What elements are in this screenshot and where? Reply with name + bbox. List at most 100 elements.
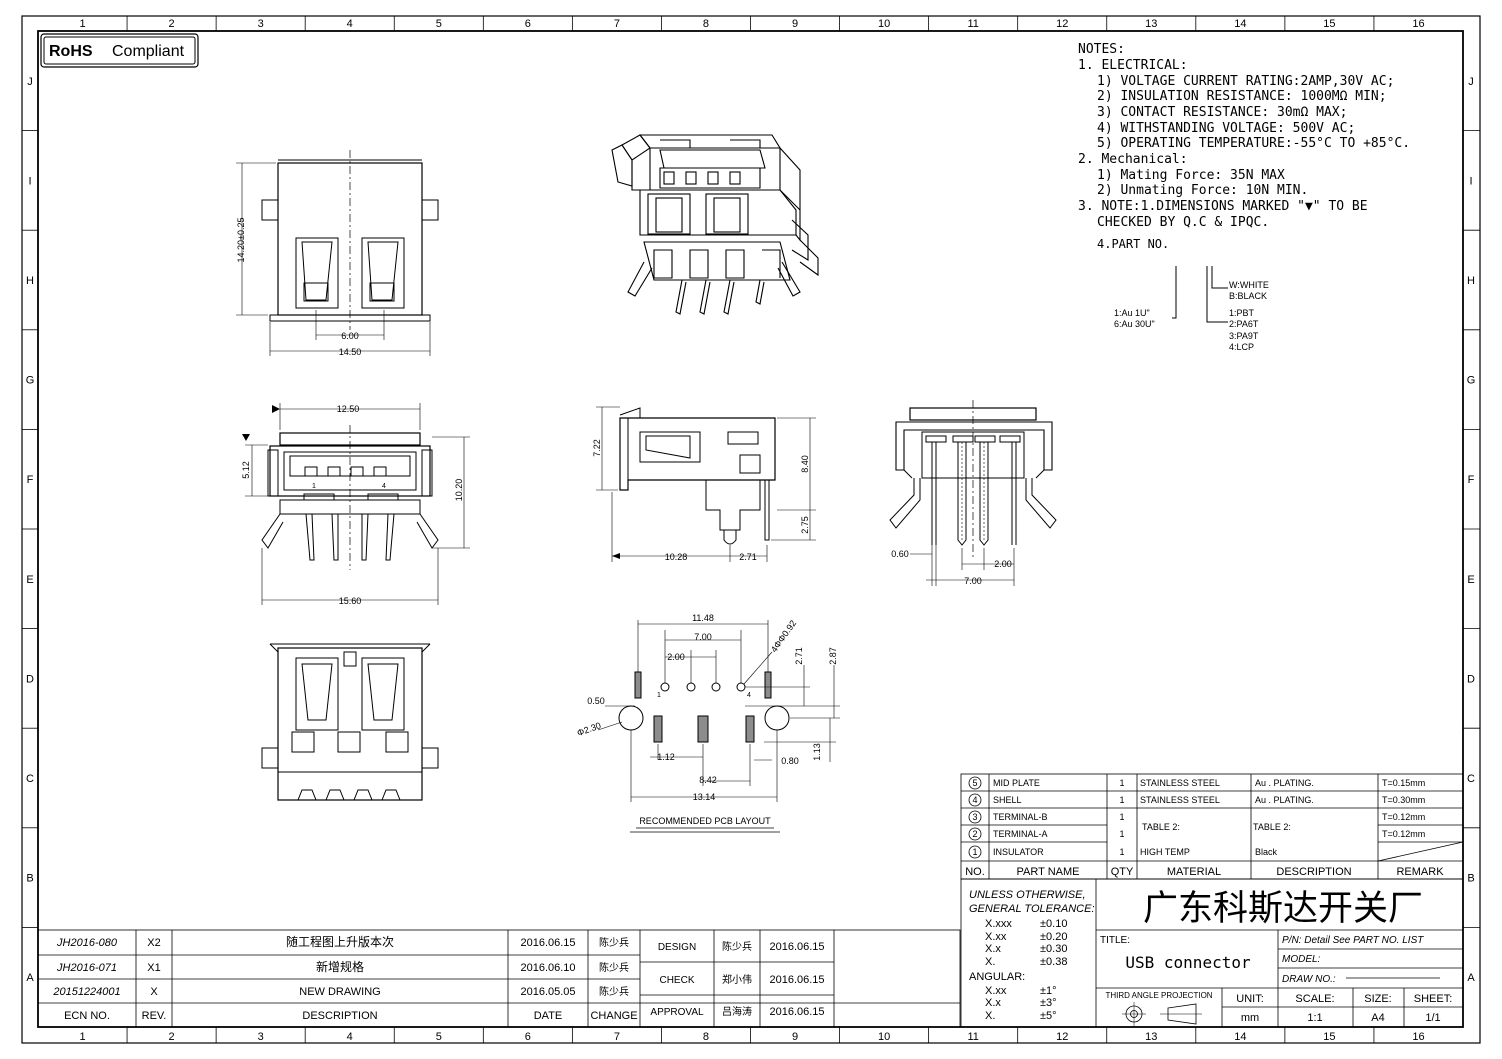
bom-name: MID PLATE xyxy=(993,778,1040,788)
approval-name: 陈少兵 xyxy=(722,940,752,953)
front-pin-4: 4 xyxy=(382,483,386,490)
rev-header-desc: DESCRIPTION xyxy=(302,1010,377,1022)
notes-line: 2) INSULATION RESISTANCE: 1000MΩ MIN; xyxy=(1097,89,1387,104)
notes-line: 1) Mating Force: 35N MAX xyxy=(1097,168,1285,183)
zone-row-label: C xyxy=(1467,773,1475,785)
unit-value: mm xyxy=(1241,1012,1259,1024)
tol-key: X.xxx xyxy=(985,918,1012,930)
zone-col-label: 15 xyxy=(1323,1031,1335,1043)
bom-qty: 1 xyxy=(1119,829,1124,839)
tol-val: ±1° xyxy=(1040,985,1057,997)
rev-desc: NEW DRAWING xyxy=(299,986,380,998)
bom-header-remark: REMARK xyxy=(1396,866,1444,878)
zone-col-label: 7 xyxy=(614,1031,620,1043)
bom-qty: 1 xyxy=(1119,795,1124,805)
sheet-value: 1/1 xyxy=(1425,1012,1440,1024)
pcb-pin-4: 4 xyxy=(747,692,751,699)
notes-line: 5) OPERATING TEMPERATURE:-55°C TO +85°C. xyxy=(1097,136,1410,151)
bom-remark: T=0.12mm xyxy=(1382,829,1425,839)
bom-no: 5 xyxy=(972,778,977,788)
bom-remark: T=0.12mm xyxy=(1382,812,1425,822)
pcb-pin-1: 1 xyxy=(657,692,661,699)
zone-row-label: A xyxy=(1467,972,1475,984)
rev-date: 2016.06.10 xyxy=(520,962,575,974)
dim-6-00: 6.00 xyxy=(341,331,359,341)
dim-15-60: 15.60 xyxy=(339,596,362,606)
title-block: UNLESS OTHERWISE, GENERAL TOLERANCE: X.x… xyxy=(960,878,1464,1028)
pcb-dim-0-80: 0.80 xyxy=(781,756,799,766)
rev-header-ecn: ECN NO. xyxy=(64,1010,110,1022)
dim-7-22: 7.22 xyxy=(592,439,602,457)
approval-date: 2016.06.15 xyxy=(769,941,824,953)
zone-col-label: 16 xyxy=(1412,18,1424,30)
zone-col-label: 1 xyxy=(79,18,85,30)
zone-row-label: F xyxy=(1468,474,1475,486)
zone-col-label: 13 xyxy=(1145,18,1157,30)
rev-change: 陈少兵 xyxy=(599,961,629,974)
approval-role: DESIGN xyxy=(658,942,696,953)
bom-no: 4 xyxy=(972,795,977,805)
tol-title: GENERAL TOLERANCE: xyxy=(969,903,1095,915)
rev-date: 2016.05.05 xyxy=(520,986,575,998)
zone-col-label: 9 xyxy=(792,18,798,30)
zone-row-label: E xyxy=(26,574,33,586)
bom-name: INSULATOR xyxy=(993,847,1044,857)
zone-col-label: 2 xyxy=(169,18,175,30)
zone-row-label: H xyxy=(1467,275,1475,287)
zone-col-label: 3 xyxy=(258,18,264,30)
rev-header-change: CHANGE xyxy=(590,1010,637,1022)
tol-angular-label: ANGULAR: xyxy=(969,971,1025,983)
zone-col-label: 1 xyxy=(79,1031,85,1043)
tol-val: ±0.30 xyxy=(1040,943,1067,955)
top-view: 14.20±0.25 6.00 14.50 xyxy=(236,150,439,357)
pn-material: 1:PBT xyxy=(1229,308,1255,318)
zone-col-label: 7 xyxy=(614,18,620,30)
tol-key: X. xyxy=(985,956,995,968)
pcb-dim-13-14: 13.14 xyxy=(693,792,716,802)
scale-label: SCALE: xyxy=(1295,993,1334,1005)
bom-header-desc: DESCRIPTION xyxy=(1276,866,1351,878)
bom-qty: 1 xyxy=(1119,812,1124,822)
bom-header-qty: QTY xyxy=(1111,866,1134,878)
zone-row-label: J xyxy=(27,76,33,88)
rev-desc: 新增规格 xyxy=(316,959,364,974)
company-name: 广东科斯达开关厂 xyxy=(1143,889,1423,929)
approval-date: 2016.06.15 xyxy=(769,974,824,986)
zone-row-label: D xyxy=(26,673,34,685)
notes-block: NOTES: 1. ELECTRICAL: 1) VOLTAGE CURRENT… xyxy=(1078,42,1410,251)
revision-block: JH2016-080 X2 随工程图上升版本次 2016.06.15 陈少兵 J… xyxy=(37,929,961,1028)
zone-col-label: 4 xyxy=(347,1031,353,1043)
notes-line: 1) VOLTAGE CURRENT RATING:2AMP,30V AC; xyxy=(1097,74,1394,89)
zone-col-label: 6 xyxy=(525,1031,531,1043)
bom-name: TERMINAL-A xyxy=(993,829,1048,839)
bom-no: 2 xyxy=(972,829,977,839)
zone-col-label: 15 xyxy=(1323,18,1335,30)
tol-val: ±0.38 xyxy=(1040,956,1067,968)
pcb-layout: 1 4 11.48 7.00 2.00 4ΦΦ0.92 2.71 2.87 0.… xyxy=(576,613,840,833)
rev-rev: X2 xyxy=(147,937,160,949)
pn-material: 2:PA6T xyxy=(1229,319,1259,329)
bom-remark: T=0.30mm xyxy=(1382,795,1425,805)
pcb-dim-2-87: 2.87 xyxy=(828,647,838,665)
tol-key: X.x xyxy=(985,997,1001,1009)
zone-col-label: 10 xyxy=(878,1031,890,1043)
bom-qty: 1 xyxy=(1119,847,1124,857)
zone-col-label: 14 xyxy=(1234,1031,1246,1043)
unit-label: UNIT: xyxy=(1236,993,1264,1005)
part-number-key: W:WHITE B:BLACK 1:Au 1U" 6:Au 30U" 1:PBT… xyxy=(1114,266,1269,352)
rev-rev: X xyxy=(150,986,158,998)
pcb-label: RECOMMENDED PCB LAYOUT xyxy=(639,816,771,826)
pcb-dim-11-48: 11.48 xyxy=(692,613,714,623)
zone-col-label: 8 xyxy=(703,18,709,30)
rev-change: 陈少兵 xyxy=(599,985,629,998)
zone-labels: 1122334455667788991010111112121313141415… xyxy=(26,18,1476,1043)
dim-2-75: 2.75 xyxy=(800,516,810,534)
part-number: P/N: Detail See PART NO. LIST xyxy=(1282,935,1424,946)
dim-2-71: 2.71 xyxy=(739,552,757,562)
zone-row-label: C xyxy=(26,773,34,785)
notes-line: 3. NOTE:1.DIMENSIONS MARKED "▼" TO BE xyxy=(1078,199,1368,214)
rear-view: 0.60 2.00 7.00 xyxy=(889,400,1057,586)
dim-12-50: 12.50 xyxy=(337,404,360,414)
rev-desc: 随工程图上升版本次 xyxy=(286,934,394,949)
notes-line: 2. Mechanical: xyxy=(1078,152,1188,167)
